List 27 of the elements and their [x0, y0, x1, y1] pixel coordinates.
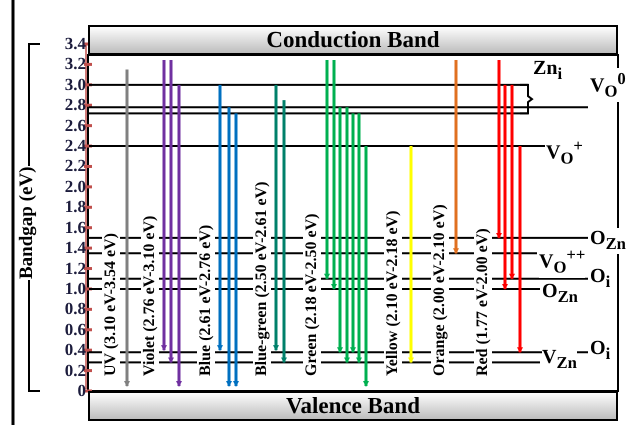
axis-tick-label: 3.2	[64, 55, 86, 74]
axis-tick-label: 2.2	[64, 157, 86, 176]
axis-tick-label: 3.0	[64, 76, 86, 94]
axis-tick-label: 0	[78, 382, 86, 400]
emission-range-label: Yellow (2.10 eV-2.18 eV)	[384, 210, 402, 377]
emission-range-label: Red (1.77 eV-2.00 eV)	[474, 227, 492, 377]
axis-tick-label: 1.6	[64, 218, 86, 237]
defect-level-label: O$_{Zn}$	[590, 228, 626, 254]
axis-tick-label: 0.8	[64, 300, 86, 318]
axis-tick-label: 3.4	[64, 34, 86, 53]
energy-band-box: Conduction Band	[88, 25, 618, 55]
axis-tick-label: 1.2	[64, 260, 86, 278]
axis-tick-label: 2.6	[64, 116, 86, 135]
axis-tick-label: 1.0	[64, 280, 86, 298]
emission-range-label: Orange (2.00 eV-2.10 eV)	[431, 203, 449, 377]
axis-tick-label: 2.0	[64, 178, 86, 196]
axis-tick-label: 0.2	[64, 362, 86, 380]
axis-tick-label: 2.8	[64, 96, 86, 114]
axis-tick-label: 1.8	[64, 198, 86, 216]
energy-band-box: Valence Band	[88, 391, 618, 421]
axis-title: Bandgap (eV)	[18, 166, 36, 280]
emission-range-label: UV (3.10 eV-3.54 eV)	[102, 232, 120, 377]
emission-range-label: Violet (2.76 eV-3.10 eV)	[141, 214, 159, 377]
emission-range-label: Green (2.18 eV-2.50 eV)	[303, 212, 321, 377]
emission-range-label: Blue-green (2.50 eV-2.61 eV)	[253, 180, 271, 377]
emission-range-label: Blue (2.61 eV-2.76 eV)	[197, 224, 215, 377]
axis-tick-label: 0.6	[64, 320, 86, 339]
